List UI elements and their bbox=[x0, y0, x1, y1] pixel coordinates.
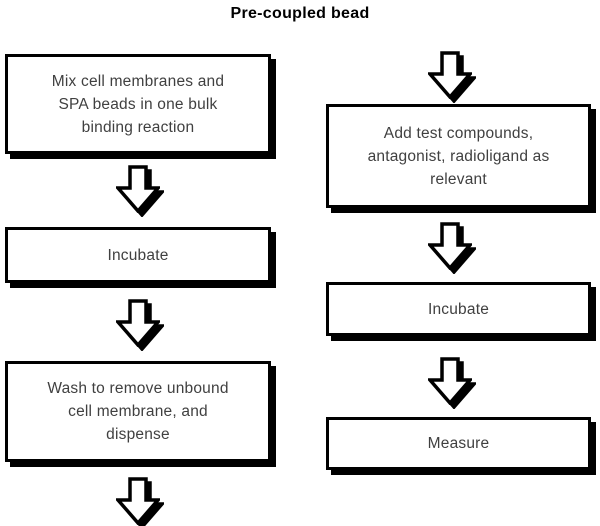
down-arrow-icon bbox=[428, 222, 472, 270]
down-arrow-icon bbox=[428, 51, 472, 99]
step-box-measure: Measure bbox=[326, 417, 591, 470]
step-box-wash-dispense: Wash to remove unbound cell membrane, an… bbox=[5, 361, 271, 462]
step-label: Wash to remove unbound cell membrane, an… bbox=[47, 380, 229, 443]
step-box-add-compounds: Add test compounds, antagonist, radiolig… bbox=[326, 104, 591, 208]
down-arrow-icon bbox=[116, 299, 160, 347]
step-label: Incubate bbox=[107, 246, 169, 264]
down-arrow-icon bbox=[116, 477, 160, 525]
step-label: Add test compounds, antagonist, radiolig… bbox=[367, 124, 550, 188]
step-box-incubate-left: Incubate bbox=[5, 227, 271, 283]
step-label: Mix cell membranes and SPA beads in one … bbox=[51, 72, 225, 136]
step-label: Incubate bbox=[427, 300, 490, 318]
down-arrow-icon bbox=[116, 165, 160, 213]
diagram-title: Pre-coupled bead bbox=[230, 5, 370, 22]
step-box-incubate-right: Incubate bbox=[326, 282, 591, 336]
step-box-mix-membranes: Mix cell membranes and SPA beads in one … bbox=[5, 54, 271, 154]
down-arrow-icon bbox=[428, 357, 472, 405]
step-label: Measure bbox=[427, 435, 490, 452]
